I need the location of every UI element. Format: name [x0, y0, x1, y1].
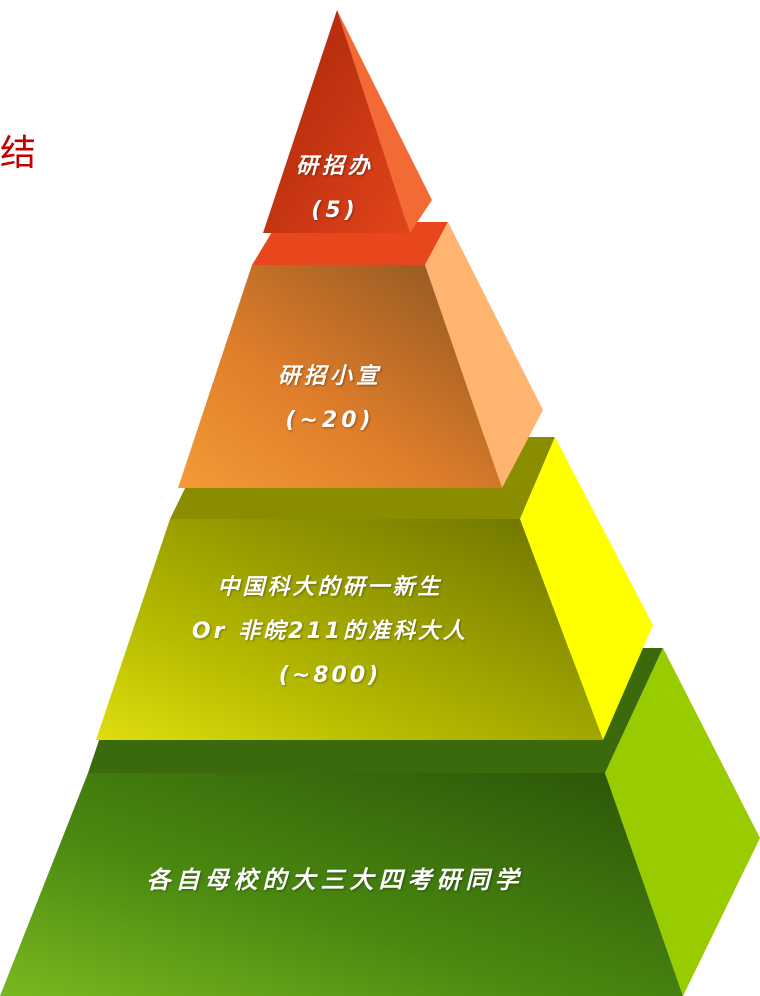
- tier-second-count: (~20): [285, 408, 375, 433]
- tier-bottom-front: [0, 773, 683, 996]
- tier-second-front: [178, 265, 502, 488]
- tier-third-side: [520, 437, 653, 740]
- side-title-fragment: 结: [0, 133, 37, 174]
- tier-third-count: (~800): [278, 663, 382, 688]
- tier-second-side: [425, 222, 543, 488]
- tier-third-subtitle: Or 非皖211的准科大人: [191, 619, 469, 644]
- tier-second-title: 研招小宣: [277, 364, 382, 389]
- tier-second: [178, 222, 543, 488]
- tier-top-side: [337, 10, 432, 233]
- tier-top-front: [263, 10, 410, 233]
- tier-bottom-title: 各自母校的大三大四考研同学: [146, 866, 524, 894]
- tier-bottom-side: [605, 648, 760, 996]
- tier-third-front: [96, 519, 603, 740]
- tier-bottom-label: 各自母校的大三大四考研同学: [90, 858, 580, 902]
- tier-second-label: 研招小宣 (~20): [225, 355, 435, 443]
- tier-third-label: 中国科大的研一新生 Or 非皖211的准科大人 (~800): [150, 566, 510, 698]
- tier-top-label: 研招办 (5): [270, 145, 400, 233]
- tier-top-title: 研招办: [295, 154, 374, 179]
- tier-top-count: (5): [311, 198, 359, 223]
- tier-top: [263, 10, 432, 233]
- tier-third-title: 中国科大的研一新生: [217, 575, 443, 600]
